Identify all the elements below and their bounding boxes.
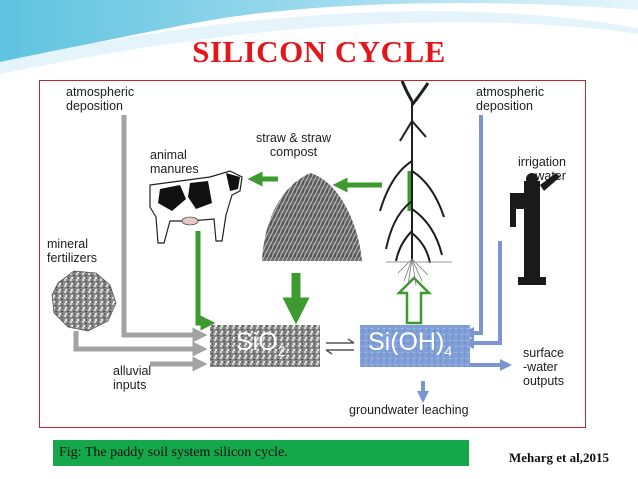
sioh4-box <box>360 325 470 367</box>
citation: Meharg et al,2015 <box>509 450 610 465</box>
slide-title: SILICON CYCLE <box>192 34 446 69</box>
blue-arrows <box>417 115 512 403</box>
green-arrows <box>195 171 413 331</box>
sioh4-label: Si(OH)4 <box>368 328 453 359</box>
sio2-box <box>210 325 320 367</box>
gray-arrows <box>73 115 208 372</box>
straw-pile-icon <box>262 173 362 261</box>
rice-roots <box>397 258 429 286</box>
figure-caption: Fig: The paddy soil system silicon cycle… <box>53 440 469 466</box>
uptake-arrow <box>395 276 433 325</box>
sio2-label: SiO2 <box>236 328 286 359</box>
equilibrium-arrows <box>325 338 355 355</box>
diagram-frame <box>39 80 586 428</box>
water-pump-icon <box>510 173 560 285</box>
rice-plant-icon <box>379 81 445 264</box>
cow-icon <box>149 170 243 244</box>
label-groundwater-leaching: groundwater leaching <box>349 403 469 417</box>
mineral-rock-icon <box>51 270 117 332</box>
silicon-cycle-diagram <box>51 81 560 403</box>
